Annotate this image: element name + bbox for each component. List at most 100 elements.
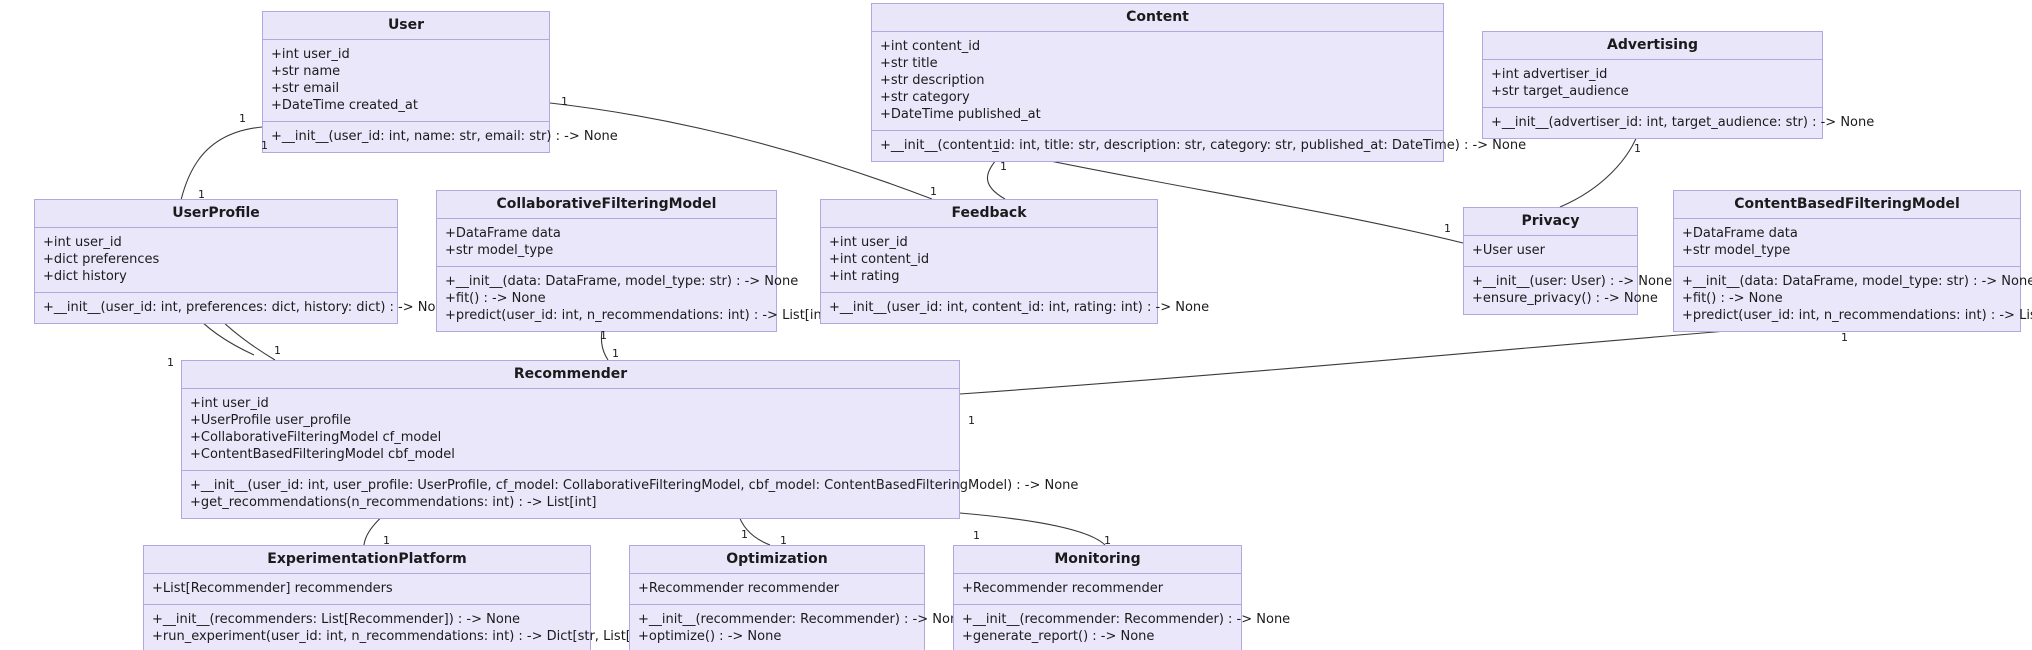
uml-class-title: Recommender <box>182 361 959 389</box>
uml-attribute-compartment: +int content_id+str title+str descriptio… <box>872 32 1443 131</box>
uml-method: +optimize() : -> None <box>638 629 782 644</box>
multiplicity-label: 1 <box>741 528 748 541</box>
multiplicity-label: 1 <box>198 188 205 201</box>
uml-method: +__init__(user_id: int, content_id: int,… <box>829 300 1210 315</box>
uml-class-title: Optimization <box>630 546 924 574</box>
multiplicity-label: 1 <box>383 534 390 547</box>
uml-class-user[interactable]: User +int user_id +str name +str email +Date… <box>262 11 618 153</box>
uml-class-title: ContentBasedFilteringModel <box>1674 191 2020 219</box>
uml-method: +predict(user_id: int, n_recommendations… <box>1682 308 2032 323</box>
uml-method: +__init__(user: User) : -> None <box>1472 274 1673 289</box>
uml-attribute: +int content_id <box>880 39 981 54</box>
uml-method-compartment: +__init__(user_id: int, name: str, email… <box>263 122 618 152</box>
uml-method: +__init__(content_id: int, title: str, d… <box>880 138 1527 153</box>
uml-method-compartment: +__init__(recommenders: List[Recommender… <box>144 605 658 650</box>
uml-method: +get_recommendations(n_recommendations: … <box>190 495 597 510</box>
uml-attribute: +str title <box>880 56 938 71</box>
uml-method: +__init__(data: DataFrame, model_type: s… <box>445 274 799 289</box>
uml-class-title: Content <box>872 4 1443 32</box>
uml-method: +__init__(recommenders: List[Recommender… <box>152 612 521 627</box>
uml-method: +__init__(data: DataFrame, model_type: s… <box>1682 274 2032 289</box>
uml-class-experimentation[interactable]: ExperimentationPlatform+List[Recommender… <box>143 545 658 650</box>
uml-attribute-compartment: +int user_id +UserProfile user_profile +Co… <box>182 389 959 471</box>
uml-attribute: +DateTime published_at <box>880 107 1041 122</box>
multiplicity-label: 1 <box>973 529 980 542</box>
uml-attribute: +DataFrame data <box>1682 226 1798 241</box>
uml-class-recommender[interactable]: Recommender +int user_id +UserProfile user… <box>181 360 1079 519</box>
uml-attribute: +str name <box>271 64 341 79</box>
multiplicity-label: 1 <box>167 356 174 369</box>
uml-attribute: +Recommender recommender <box>638 581 840 596</box>
uml-attribute-compartment: +int user_id +str name +str email +DateTime… <box>263 40 549 122</box>
uml-method: +fit() : -> None <box>445 291 546 306</box>
uml-attribute: +dict history <box>43 269 127 284</box>
uml-method: +__init__(user_id: int, user_profile: Us… <box>190 478 1079 493</box>
uml-attribute: +int user_id <box>829 235 908 250</box>
uml-attribute: +str model_type <box>445 243 554 258</box>
multiplicity-label: 1 <box>1104 534 1111 547</box>
uml-attribute-compartment: +int user_id +dict preferences +dict histo… <box>35 228 397 293</box>
uml-class-title: User <box>263 12 549 40</box>
multiplicity-label: 1 <box>1444 222 1451 235</box>
uml-method: +__init__(advertiser_id: int, target_aud… <box>1491 115 1875 130</box>
uml-class-title: Feedback <box>821 200 1157 228</box>
multiplicity-label: 1 <box>239 112 246 125</box>
uml-attribute: +DateTime created_at <box>271 98 418 113</box>
uml-class-title: Monitoring <box>954 546 1241 574</box>
uml-class-title: ExperimentationPlatform <box>144 546 590 574</box>
uml-attribute: +int user_id <box>271 47 350 62</box>
relationship-edge <box>959 512 1106 546</box>
uml-class-content[interactable]: Content+int content_id+str title+str des… <box>871 3 1527 162</box>
uml-class-monitoring[interactable]: Monitoring+Recommender recommender+__ini… <box>953 545 1290 650</box>
uml-attribute: +ContentBasedFilteringModel cbf_model <box>190 447 455 462</box>
uml-method: +generate_report() : -> None <box>962 629 1155 644</box>
uml-class-optimization[interactable]: Optimization +Recommender recommender +__i… <box>629 545 967 650</box>
uml-attribute-compartment: +DataFrame data +str model_type <box>437 219 776 267</box>
uml-class-cbfmodel[interactable]: ContentBasedFilteringModel +DataFrame dat… <box>1673 190 2032 332</box>
multiplicity-label: 1 <box>968 414 975 427</box>
uml-method-compartment: +__init__(data: DataFrame, model_type: s… <box>1674 267 2032 331</box>
uml-class-userprofile[interactable]: UserProfile +int user_id +dict preferences… <box>34 199 452 324</box>
uml-method: +fit() : -> None <box>1682 291 1783 306</box>
uml-attribute: +DataFrame data <box>445 226 561 241</box>
uml-attribute-compartment: +int user_id+int content_id+int rating <box>821 228 1157 293</box>
uml-attribute-compartment: +int advertiser_id +str target_audience <box>1483 60 1822 108</box>
multiplicity-label: 1 <box>600 329 607 342</box>
uml-method: +__init__(recommender: Recommender) : ->… <box>638 612 967 627</box>
multiplicity-label: 1 <box>612 347 619 360</box>
uml-attribute: +dict preferences <box>43 252 160 267</box>
relationship-edge <box>959 321 1841 395</box>
uml-method-compartment: +__init__(user_id: int, preferences: dic… <box>35 293 452 323</box>
uml-method-compartment: +__init__(content_id: int, title: str, d… <box>872 131 1527 161</box>
multiplicity-label: 1 <box>993 139 1000 152</box>
uml-attribute: +str target_audience <box>1491 84 1629 99</box>
uml-attribute-compartment: +Recommender recommender <box>630 574 924 605</box>
uml-attribute: +UserProfile user_profile <box>190 413 351 428</box>
uml-method: +predict(user_id: int, n_recommendations… <box>445 308 832 323</box>
multiplicity-label: 1 <box>561 95 568 108</box>
uml-class-title: Privacy <box>1464 208 1637 236</box>
uml-method-compartment: +__init__(advertiser_id: int, target_aud… <box>1483 108 1875 138</box>
uml-method: +ensure_privacy() : -> None <box>1472 291 1658 306</box>
uml-attribute: +CollaborativeFilteringModel cf_model <box>190 430 442 445</box>
uml-method: +run_experiment(user_id: int, n_recommen… <box>152 629 658 644</box>
uml-attribute: +str category <box>880 90 970 105</box>
uml-method-compartment: +__init__(recommender: Recommender) : ->… <box>630 605 967 650</box>
uml-attribute: +Recommender recommender <box>962 581 1164 596</box>
uml-method-compartment: +__init__(data: DataFrame, model_type: s… <box>437 267 832 331</box>
uml-method: +__init__(user_id: int, name: str, email… <box>271 129 618 144</box>
uml-attribute: +str email <box>271 81 340 96</box>
uml-class-advertising[interactable]: Advertising+int advertiser_id+str target… <box>1482 31 1875 139</box>
uml-attribute: +int advertiser_id <box>1491 67 1608 82</box>
uml-attribute: +int user_id <box>43 235 122 250</box>
uml-class-privacy[interactable]: Privacy +User user +__init__(user: User) :… <box>1463 207 1673 315</box>
uml-class-title: CollaborativeFilteringModel <box>437 191 776 219</box>
uml-class-feedback[interactable]: Feedback+int user_id+int content_id+int … <box>820 199 1210 324</box>
multiplicity-label: 1 <box>274 344 281 357</box>
relationship-edge <box>1559 127 1641 208</box>
uml-class-cfmodel[interactable]: CollaborativeFilteringModel+DataFrame da… <box>436 190 832 332</box>
uml-class-title: UserProfile <box>35 200 397 228</box>
uml-attribute: +int user_id <box>190 396 269 411</box>
uml-attribute: +User user <box>1472 243 1546 258</box>
